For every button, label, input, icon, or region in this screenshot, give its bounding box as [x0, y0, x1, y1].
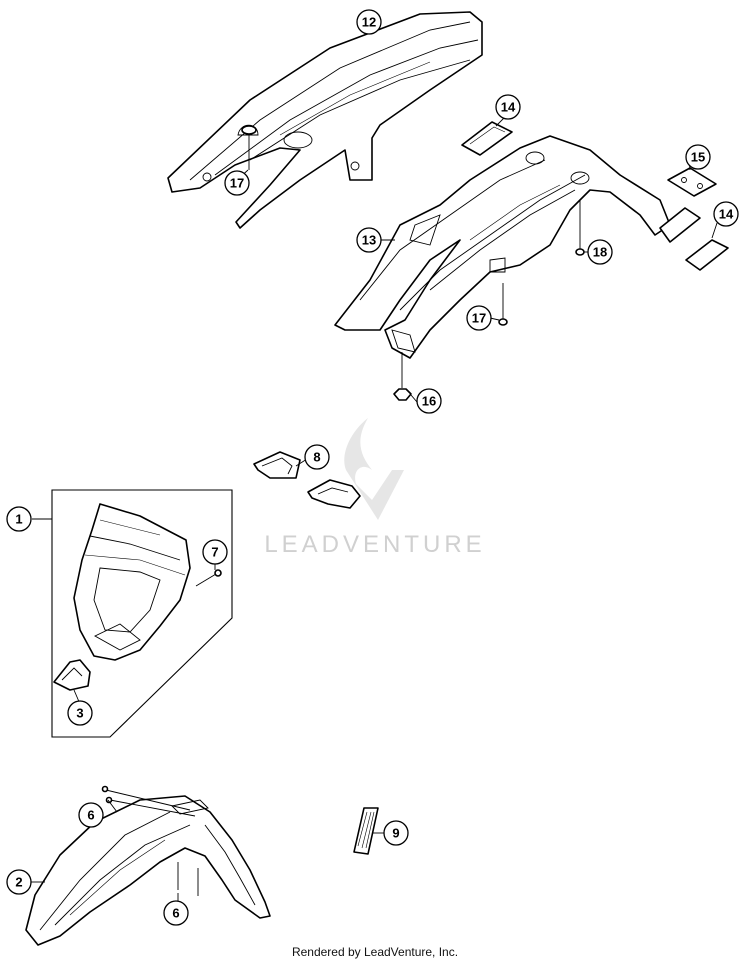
callout-14b[interactable]: 14: [713, 201, 739, 227]
callout-8[interactable]: 8: [304, 444, 330, 470]
nut-16: [393, 352, 412, 401]
part-pad-9[interactable]: [353, 807, 379, 855]
callout-18-label: 18: [593, 245, 607, 260]
callout-6a-label: 6: [87, 808, 94, 823]
callout-1-label: 1: [15, 512, 22, 527]
part-subframe-13[interactable]: [334, 135, 671, 359]
kit-box-1: [51, 489, 233, 738]
callout-7-label: 7: [211, 545, 218, 560]
footer-credit: Rendered by LeadVenture, Inc.: [291, 945, 459, 959]
part-front-fender-2[interactable]: [25, 795, 271, 946]
flame-icon: [344, 418, 404, 520]
bolt-17-lower: [498, 283, 508, 326]
callout-3[interactable]: 3: [67, 700, 93, 726]
callout-2[interactable]: 2: [6, 869, 32, 895]
part-pad-14a[interactable]: [461, 121, 513, 156]
callout-6b-label: 6: [172, 906, 179, 921]
callout-12-label: 12: [362, 15, 376, 30]
bolt-18: [575, 200, 585, 256]
callout-18[interactable]: 18: [587, 239, 613, 265]
callout-8-label: 8: [313, 450, 320, 465]
callout-17a[interactable]: 17: [224, 170, 250, 196]
part-clip-3[interactable]: [53, 659, 91, 691]
callout-13-label: 13: [362, 233, 376, 248]
callout-14a-label: 14: [501, 100, 516, 115]
screws-6-lower: [177, 862, 199, 896]
callout-7[interactable]: 7: [202, 539, 228, 565]
callout-17b[interactable]: 17: [466, 305, 492, 331]
callout-13[interactable]: 13: [356, 227, 382, 253]
part-pad-14b[interactable]: [659, 207, 729, 271]
callout-17a-label: 17: [230, 176, 244, 191]
callout-1[interactable]: 1: [6, 506, 32, 532]
part-rear-fender-12[interactable]: [167, 11, 483, 229]
callout-16[interactable]: 16: [416, 388, 442, 414]
callout-17b-label: 17: [472, 311, 486, 326]
part-headlight-mask-1[interactable]: [73, 503, 191, 661]
callout-3-label: 3: [76, 706, 83, 721]
watermark: LEADVENTURE: [264, 418, 485, 558]
screws-6-upper: [101, 785, 196, 817]
part-bracket-15[interactable]: [667, 167, 717, 197]
callout-16-label: 16: [422, 394, 436, 409]
part-clamp-8[interactable]: [253, 451, 361, 509]
callout-14b-label: 14: [719, 207, 734, 222]
callout-2-label: 2: [15, 875, 22, 890]
callout-12[interactable]: 12: [356, 9, 382, 35]
screw-7: [195, 569, 222, 587]
callout-9[interactable]: 9: [383, 820, 409, 846]
callout-6b[interactable]: 6: [163, 900, 189, 926]
watermark-text: LEADVENTURE: [264, 531, 485, 558]
callout-6a[interactable]: 6: [78, 802, 104, 828]
callout-9-label: 9: [392, 826, 399, 841]
callout-14a[interactable]: 14: [495, 94, 521, 120]
bolt-17-upper: [241, 125, 257, 170]
callout-15[interactable]: 15: [685, 144, 711, 170]
callout-15-label: 15: [691, 150, 705, 165]
